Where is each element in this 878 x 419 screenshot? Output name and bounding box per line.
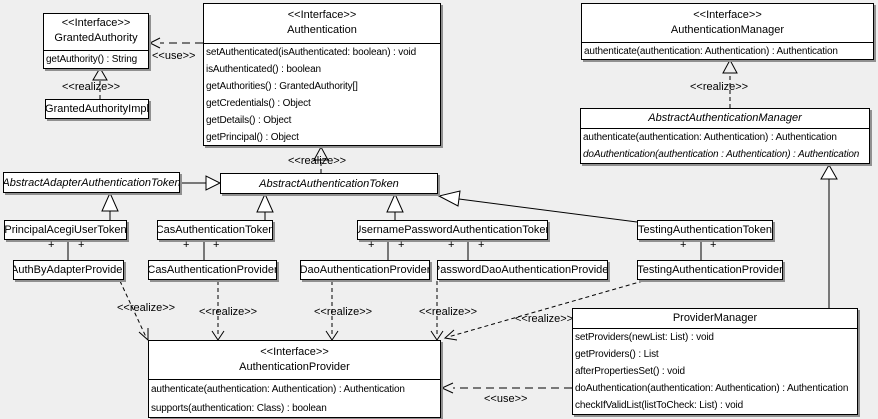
method-label: getDetails() : Object xyxy=(206,115,292,126)
multiplicity-label: + xyxy=(183,239,190,251)
multiplicity-label: + xyxy=(213,239,220,251)
use-label: <<use>> xyxy=(484,393,528,405)
class-header: <<Interface>> AuthenticationManager xyxy=(582,4,873,43)
class-name: GrantedAuthorityImpl xyxy=(45,103,149,115)
class-name: CasAuthenticationToken xyxy=(157,224,273,236)
class-name: DaoAuthenticationProvider xyxy=(300,264,430,276)
class-name: AbstractAdapterAuthenticationToken xyxy=(3,176,180,189)
class-authentication-manager: <<Interface>> AuthenticationManager auth… xyxy=(581,3,874,60)
class-dao-authentication-provider: DaoAuthenticationProvider xyxy=(300,260,430,280)
class-name: UsernamePasswordAuthenticationToken xyxy=(357,224,548,236)
realize-label: <<realize>> xyxy=(690,81,749,93)
class-name: GrantedAuthority xyxy=(54,32,138,44)
stereotype-label: <<Interface>> xyxy=(260,346,329,358)
multiplicity-label: + xyxy=(710,239,717,251)
class-cas-authentication-token: CasAuthenticationToken xyxy=(157,220,273,240)
class-username-password-authentication-token: UsernamePasswordAuthenticationToken xyxy=(357,220,548,240)
inheritance-arrow-username-token xyxy=(386,192,404,220)
method-label: doAuthentication(authentication : Authen… xyxy=(583,149,860,160)
realize-label: <<realize>> xyxy=(199,306,258,318)
class-granted-authority-impl: GrantedAuthorityImpl xyxy=(45,99,149,119)
class-abstract-authentication-manager: AbstractAuthenticationManager authentica… xyxy=(580,108,870,164)
class-authentication: <<Interface>> Authentication setAuthenti… xyxy=(203,3,441,146)
realize-arrow-testing-provider xyxy=(443,280,644,341)
realize-label: <<realize>> xyxy=(314,306,373,318)
realize-label: <<realize>> xyxy=(288,155,347,167)
realize-arrow-granted-authority-impl xyxy=(92,67,108,99)
realize-arrow-abstract-manager-to-manager xyxy=(722,58,738,108)
inheritance-arrow-cas-token xyxy=(256,192,274,220)
method-label: isAuthenticated() : boolean xyxy=(206,64,321,75)
class-authentication-provider: <<Interface>> AuthenticationProvider aut… xyxy=(148,340,441,418)
class-name: TestingAuthenticationToken xyxy=(638,224,772,236)
class-name: ProviderManager xyxy=(573,309,857,329)
class-name: AuthenticationProvider xyxy=(239,361,350,373)
method-label: authenticate(authentication: Authenticat… xyxy=(151,384,405,395)
class-provider-manager: ProviderManager setProviders(newList: Li… xyxy=(572,308,858,415)
inheritance-arrow-testing-token xyxy=(437,190,638,223)
realize-label: <<realize>> xyxy=(419,306,478,318)
class-testing-authentication-token: TestingAuthenticationToken xyxy=(637,220,773,240)
stereotype-label: <<Interface>> xyxy=(61,17,131,29)
multiplicity-label: + xyxy=(368,239,375,251)
class-name: PrincipalAcegiUserToken xyxy=(4,224,127,236)
class-principal-acegi-user-token: PrincipalAcegiUserToken xyxy=(4,220,127,240)
method-label: authenticate(authentication: Authenticat… xyxy=(583,132,837,143)
multiplicity-label: + xyxy=(78,239,85,251)
class-name: AuthenticationManager xyxy=(670,24,785,36)
class-abstract-authentication-token: AbstractAuthenticationToken xyxy=(220,173,438,194)
realize-label: <<realize>> xyxy=(62,81,121,93)
method-label: afterPropertiesSet() : void xyxy=(575,366,685,377)
class-granted-authority: <<Interface>> GrantedAuthority getAuthor… xyxy=(43,13,149,69)
multiplicity-label: + xyxy=(448,239,455,251)
class-name: AbstractAuthenticationManager xyxy=(581,109,869,129)
class-abstract-adapter-authentication-token: AbstractAdapterAuthenticationToken xyxy=(3,172,180,193)
method-label: checkIfValidList(listToCheck: List) : vo… xyxy=(575,400,744,411)
use-arrow-provider-manager-to-provider xyxy=(440,382,572,394)
method-label: supports(authentication: Class) : boolea… xyxy=(151,403,327,414)
class-cas-authentication-provider: CasAuthenticationProvider xyxy=(148,260,277,280)
method-label: getPrincipal() : Object xyxy=(206,132,299,143)
realize-label: <<realize>> xyxy=(515,313,574,325)
realize-arrow-abstract-token-to-authentication xyxy=(313,145,329,173)
multiplicity-label: + xyxy=(478,239,485,251)
realize-label: <<realize>> xyxy=(117,302,176,314)
method-label: authenticate(authentication: Authenticat… xyxy=(584,46,838,57)
method-label: getCredentials() : Object xyxy=(206,98,311,109)
method-label: setAuthenticated(isAuthenticated: boolea… xyxy=(206,47,417,58)
class-password-dao-authentication-provider: PasswordDaoAuthenticationProvider xyxy=(437,260,608,280)
multiplicity-label: + xyxy=(398,239,405,251)
method-label: getAuthorities() : GrantedAuthority[] xyxy=(206,81,358,92)
stereotype-label: <<Interface>> xyxy=(693,9,762,21)
class-header: <<Interface>> GrantedAuthority xyxy=(44,14,148,51)
multiplicity-label: + xyxy=(680,239,687,251)
class-name: CasAuthenticationProvider xyxy=(148,264,277,276)
stereotype-label: <<Interface>> xyxy=(287,9,357,21)
class-name: PasswordDaoAuthenticationProvider xyxy=(437,264,608,276)
class-header: <<Interface>> AuthenticationProvider xyxy=(149,341,440,380)
class-testing-authentication-provider: TestingAuthenticationProvider xyxy=(637,260,783,280)
inheritance-arrow-principal-token xyxy=(101,191,119,220)
method-label: getProviders() : List xyxy=(575,349,659,360)
use-arrow-authentication-to-granted-authority xyxy=(148,37,203,49)
use-label: <<use>> xyxy=(152,50,196,62)
inheritance-arrow-provider-manager xyxy=(820,163,838,308)
class-name: AbstractAuthenticationToken xyxy=(259,177,399,190)
multiplicity-label: + xyxy=(48,239,55,251)
class-name: AuthByAdapterProvider xyxy=(13,264,124,276)
method-label: getAuthority() : String xyxy=(46,54,138,65)
class-header: <<Interface>> Authentication xyxy=(204,4,440,44)
class-auth-by-adapter-provider: AuthByAdapterProvider xyxy=(13,260,124,280)
class-name: TestingAuthenticationProvider xyxy=(637,264,783,276)
method-label: doAuthentication(authentication: Authent… xyxy=(575,383,849,394)
method-label: setProviders(newList: List) : void xyxy=(575,332,714,343)
inheritance-arrow-adapter-token-to-abstract-token xyxy=(180,175,222,191)
class-name: Authentication xyxy=(287,24,357,36)
